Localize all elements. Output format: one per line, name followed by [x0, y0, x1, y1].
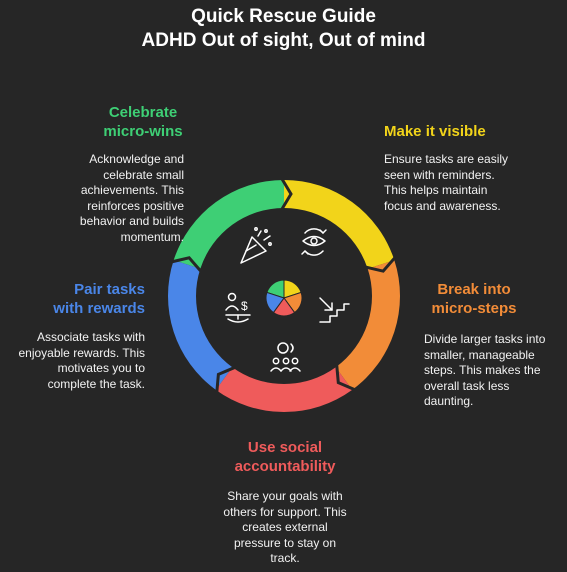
- segment-celebrate: [173, 180, 284, 269]
- stairs-down-icon: [319, 297, 350, 323]
- segment-rewards: [168, 260, 233, 390]
- segment-divider-3: [215, 366, 236, 392]
- rewards-heading: Pair tasks with rewards: [53, 281, 145, 317]
- celebrate-heading: Celebrate micro-wins: [103, 104, 183, 140]
- visible-heading: Make it visible: [384, 123, 486, 140]
- segment-social: [215, 367, 353, 413]
- center-pie-slice-4: [265, 291, 285, 314]
- steps-heading: Break into micro-steps: [431, 281, 517, 317]
- title-line-2: ADHD Out of sight, Out of mind: [141, 30, 426, 51]
- celebrate-description: Acknowledge and celebrate small achievem…: [79, 152, 184, 244]
- visible-description: Ensure tasks are easily seen with remind…: [384, 152, 509, 213]
- segment-divider-4: [171, 256, 202, 273]
- svg-text:$: $: [241, 299, 248, 313]
- person-reward-scale-icon: $: [225, 292, 251, 323]
- title-line-1: Quick Rescue Guide: [191, 6, 376, 27]
- eye-cycle-icon: [301, 228, 327, 256]
- party-popper-icon: [240, 227, 272, 264]
- group-people-icon: [270, 342, 301, 372]
- segment-divider-2: [335, 365, 355, 391]
- segment-divider-1: [365, 256, 396, 273]
- segment-visible: [284, 180, 395, 269]
- rewards-description: Associate tasks with enjoyable rewards. …: [18, 330, 145, 391]
- social-description: Share your goals with others for support…: [223, 489, 347, 565]
- steps-description: Divide larger tasks into smaller, manage…: [424, 332, 546, 408]
- segment-steps: [335, 260, 400, 390]
- segment-divider-0: [280, 178, 293, 210]
- social-heading: Use social accountability: [234, 439, 336, 475]
